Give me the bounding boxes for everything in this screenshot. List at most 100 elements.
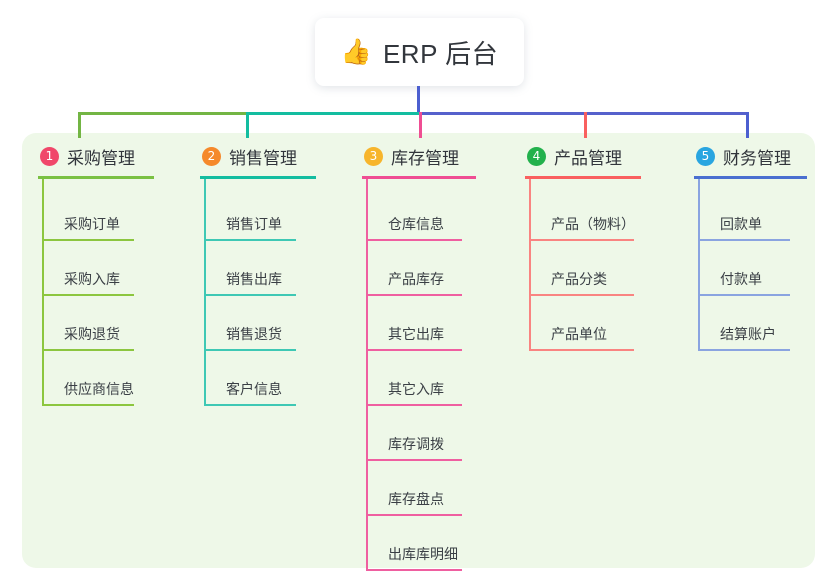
- branch-spine-4: [529, 179, 531, 351]
- trunk-segment-teal: [246, 112, 419, 115]
- branch-number-badge-2: 2: [202, 146, 221, 166]
- branch-number-badge-1: 1: [40, 146, 59, 166]
- branch-header-1[interactable]: 1 采购管理: [38, 143, 154, 169]
- list-item-rule: [529, 239, 634, 241]
- branch-header-3[interactable]: 3 库存管理: [362, 143, 476, 169]
- list-item-rule: [529, 349, 634, 351]
- branch-spine-2: [204, 179, 206, 406]
- branch-drop-connector-3: [419, 112, 422, 138]
- list-item-label: 回款单: [720, 216, 762, 232]
- list-item-rule: [42, 404, 134, 406]
- list-item[interactable]: 销售订单: [204, 186, 316, 241]
- branch-header-5[interactable]: 5 财务管理: [694, 143, 807, 169]
- branch-spine-3: [366, 179, 368, 571]
- list-item-label: 其它出库: [388, 326, 444, 342]
- list-item-rule: [366, 459, 462, 461]
- list-item[interactable]: 产品（物料）: [529, 186, 641, 241]
- list-item[interactable]: 产品分类: [529, 241, 641, 296]
- list-item-label: 供应商信息: [64, 381, 134, 397]
- list-item[interactable]: 产品库存: [366, 241, 476, 296]
- branch-drop-connector-4: [584, 112, 587, 138]
- list-item[interactable]: 库存调拨: [366, 406, 476, 461]
- branch-title-4: 产品管理: [554, 148, 622, 168]
- branch-header-rule-3: [362, 176, 476, 179]
- list-item-rule: [42, 239, 134, 241]
- list-item[interactable]: 销售出库: [204, 241, 316, 296]
- list-item[interactable]: 供应商信息: [42, 351, 154, 406]
- list-item-label: 产品分类: [551, 271, 607, 287]
- list-item[interactable]: 仓库信息: [366, 186, 476, 241]
- list-item-label: 产品库存: [388, 271, 444, 287]
- list-item-rule: [366, 349, 462, 351]
- list-item-label: 库存盘点: [388, 491, 444, 507]
- branch-column-1: 1 采购管理 采购订单 采购入库 采购退货 供应商信息: [38, 143, 154, 406]
- branch-number-badge-3: 3: [364, 146, 383, 166]
- branch-column-5: 5 财务管理 回款单 付款单 结算账户: [694, 143, 807, 351]
- list-item[interactable]: 结算账户: [698, 296, 807, 351]
- branch-title-2: 销售管理: [229, 148, 297, 168]
- list-item-rule: [698, 349, 790, 351]
- list-item[interactable]: 客户信息: [204, 351, 316, 406]
- list-item-rule: [366, 294, 462, 296]
- branch-column-4: 4 产品管理 产品（物料） 产品分类 产品单位: [525, 143, 641, 351]
- list-item-label: 出库库明细: [388, 546, 458, 562]
- list-item-rule: [698, 294, 790, 296]
- branch-drop-connector-2: [246, 112, 249, 138]
- branch-header-4[interactable]: 4 产品管理: [525, 143, 641, 169]
- list-item[interactable]: 产品单位: [529, 296, 641, 351]
- branch-item-list-5: 回款单 付款单 结算账户: [698, 179, 807, 351]
- branch-header-rule-1: [38, 176, 154, 179]
- branch-item-list-3: 仓库信息 产品库存 其它出库 其它入库 库存调拨 库存盘点: [366, 179, 476, 571]
- branch-drop-connector-5: [746, 112, 749, 138]
- branch-number-badge-4: 4: [527, 146, 546, 166]
- branch-title-3: 库存管理: [391, 148, 459, 168]
- list-item-label: 结算账户: [720, 326, 776, 342]
- list-item[interactable]: 回款单: [698, 186, 807, 241]
- list-item-rule: [366, 569, 462, 571]
- list-item-rule: [42, 349, 134, 351]
- branch-header-2[interactable]: 2 销售管理: [200, 143, 316, 169]
- trunk-segment-green: [78, 112, 246, 115]
- branch-title-5: 财务管理: [723, 148, 791, 168]
- list-item[interactable]: 销售退货: [204, 296, 316, 351]
- branch-spine-5: [698, 179, 700, 351]
- list-item-rule: [42, 294, 134, 296]
- list-item-rule: [204, 404, 296, 406]
- list-item-rule: [366, 239, 462, 241]
- branch-header-rule-5: [694, 176, 807, 179]
- list-item[interactable]: 采购订单: [42, 186, 154, 241]
- branch-drop-connector-1: [78, 112, 81, 138]
- root-node-title: ERP 后台: [382, 38, 499, 69]
- thumbs-up-icon: 👍: [340, 37, 372, 66]
- branch-column-2: 2 销售管理 销售订单 销售出库 销售退货 客户信息: [200, 143, 316, 406]
- list-item-rule: [204, 294, 296, 296]
- branch-column-3: 3 库存管理 仓库信息 产品库存 其它出库 其它入库 库存调拨: [362, 143, 476, 571]
- list-item[interactable]: 其它出库: [366, 296, 476, 351]
- list-item[interactable]: 采购退货: [42, 296, 154, 351]
- list-item-rule: [529, 294, 634, 296]
- branch-item-list-2: 销售订单 销售出库 销售退货 客户信息: [204, 179, 316, 406]
- list-item[interactable]: 采购入库: [42, 241, 154, 296]
- list-item-label: 产品（物料）: [551, 216, 635, 232]
- list-item-rule: [204, 239, 296, 241]
- list-item-label: 客户信息: [226, 381, 282, 397]
- branch-item-list-4: 产品（物料） 产品分类 产品单位: [529, 179, 641, 351]
- branch-spine-1: [42, 179, 44, 406]
- branch-header-rule-2: [200, 176, 316, 179]
- list-item[interactable]: 付款单: [698, 241, 807, 296]
- list-item[interactable]: 库存盘点: [366, 461, 476, 516]
- list-item[interactable]: 其它入库: [366, 351, 476, 406]
- list-item-label: 库存调拨: [388, 436, 444, 452]
- list-item-label: 采购订单: [64, 216, 120, 232]
- list-item-label: 销售出库: [226, 271, 282, 287]
- list-item-label: 付款单: [720, 271, 762, 287]
- list-item-rule: [698, 239, 790, 241]
- list-item-label: 采购退货: [64, 326, 120, 342]
- list-item[interactable]: 出库库明细: [366, 516, 476, 571]
- root-node[interactable]: 👍 ERP 后台: [315, 18, 524, 86]
- list-item-label: 其它入库: [388, 381, 444, 397]
- list-item-label: 仓库信息: [388, 216, 444, 232]
- list-item-label: 采购入库: [64, 271, 120, 287]
- list-item-label: 产品单位: [551, 326, 607, 342]
